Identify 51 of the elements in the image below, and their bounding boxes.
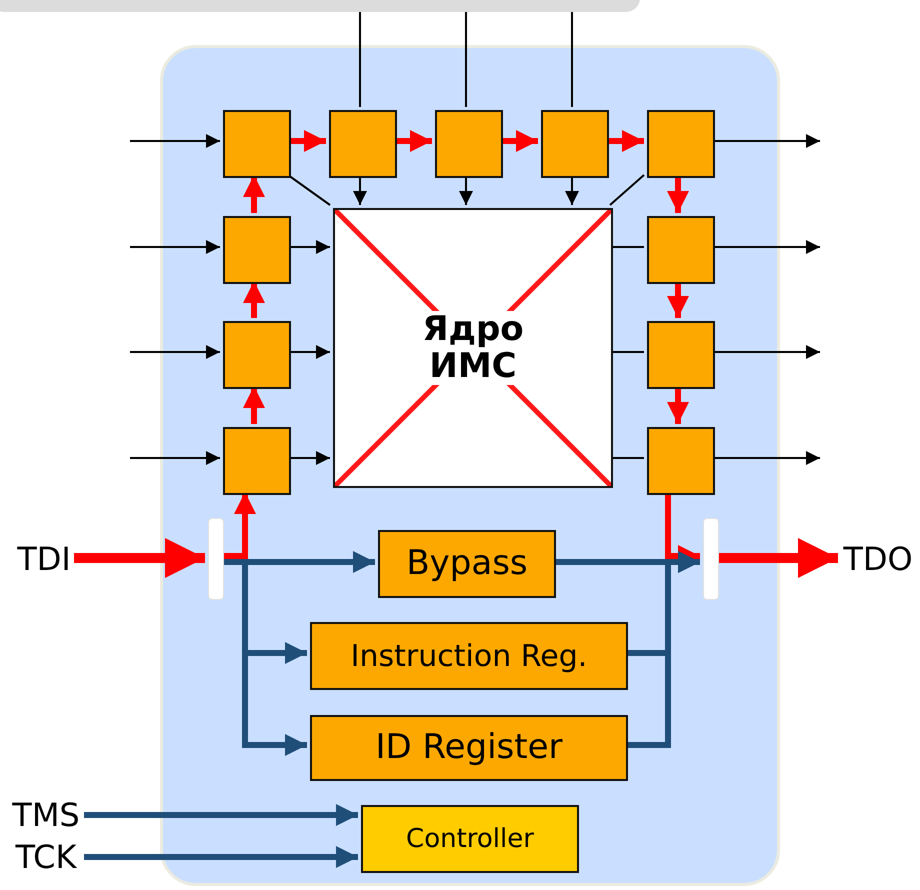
- boundary-scan-cell: [223, 216, 291, 284]
- boundary-scan-cell: [223, 321, 291, 389]
- switch-bar: [703, 518, 719, 600]
- controller-box: Controller: [361, 805, 579, 873]
- boundary-scan-cell: [223, 110, 291, 178]
- arrow: [243, 175, 265, 213]
- arrow: [74, 538, 205, 578]
- boundary-scan-cell: [329, 110, 397, 178]
- arrow: [130, 240, 220, 254]
- register-box: Bypass: [378, 530, 556, 598]
- arrow: [288, 130, 326, 152]
- arrow: [667, 175, 689, 213]
- arrow: [500, 130, 538, 152]
- arrow: [459, 175, 473, 205]
- arrow: [130, 134, 220, 148]
- pin-label: TDO: [838, 538, 918, 582]
- pin-label: TCK: [8, 838, 84, 878]
- boundary-scan-cell: [647, 427, 715, 495]
- arrow: [353, 175, 367, 205]
- switch-bar: [208, 518, 224, 600]
- arrow: [288, 345, 330, 359]
- boundary-scan-cell: [541, 110, 609, 178]
- arrow: [221, 492, 256, 559]
- arrow: [667, 281, 689, 318]
- arrow: [716, 538, 838, 578]
- boundary-scan-cell: [223, 427, 291, 495]
- boundary-scan-cell: [435, 110, 503, 178]
- arrow: [712, 240, 820, 254]
- arrow: [288, 240, 330, 254]
- arrow: [130, 345, 220, 359]
- arrow: [712, 134, 820, 148]
- arrow: [565, 175, 579, 205]
- pin-label: TMS: [8, 796, 84, 836]
- register-box: Instruction Reg.: [310, 622, 628, 690]
- register-box: ID Register: [310, 715, 628, 781]
- arrow: [84, 804, 358, 826]
- arrow: [667, 386, 689, 424]
- boundary-scan-cell: [647, 321, 715, 389]
- chip-outline: [160, 45, 780, 886]
- arrow: [712, 345, 820, 359]
- boundary-scan-cell: [647, 216, 715, 284]
- pin-label: TDI: [14, 538, 74, 582]
- arrow: [243, 386, 265, 424]
- arrow: [606, 130, 644, 152]
- arrow: [394, 130, 432, 152]
- arrow: [243, 281, 265, 318]
- arrow: [130, 451, 220, 465]
- arrow: [712, 451, 820, 465]
- boundary-scan-cell: [647, 110, 715, 178]
- arrow: [84, 846, 358, 868]
- arrow: [288, 451, 330, 465]
